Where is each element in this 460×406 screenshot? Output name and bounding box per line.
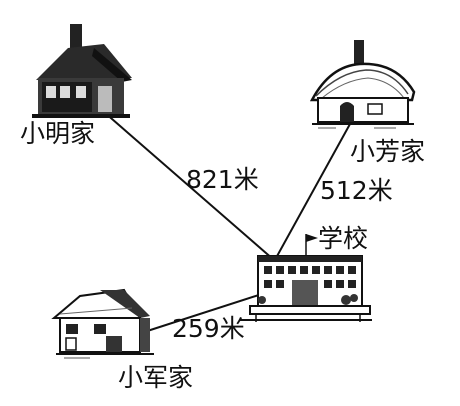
distance-label-ming-school: 821米 [186,165,259,194]
route-line-fang-school [275,123,351,259]
thatched-house-icon [309,40,416,129]
cottage-icon [32,24,132,118]
place-label-school: 学校 [318,224,369,253]
place-label-xiaofang-home: 小芳家 [350,137,426,166]
route-line-ming-school [103,111,275,261]
place-label-xiaojun-home: 小军家 [118,363,194,392]
route-line-jun-school [137,291,269,335]
distance-label-jun-school: 259米 [172,314,245,343]
place-label-xiaoming-home: 小明家 [20,119,96,148]
house-icon [51,288,154,359]
distance-label-fang-school: 512米 [320,176,393,205]
school-building-icon [240,234,372,322]
